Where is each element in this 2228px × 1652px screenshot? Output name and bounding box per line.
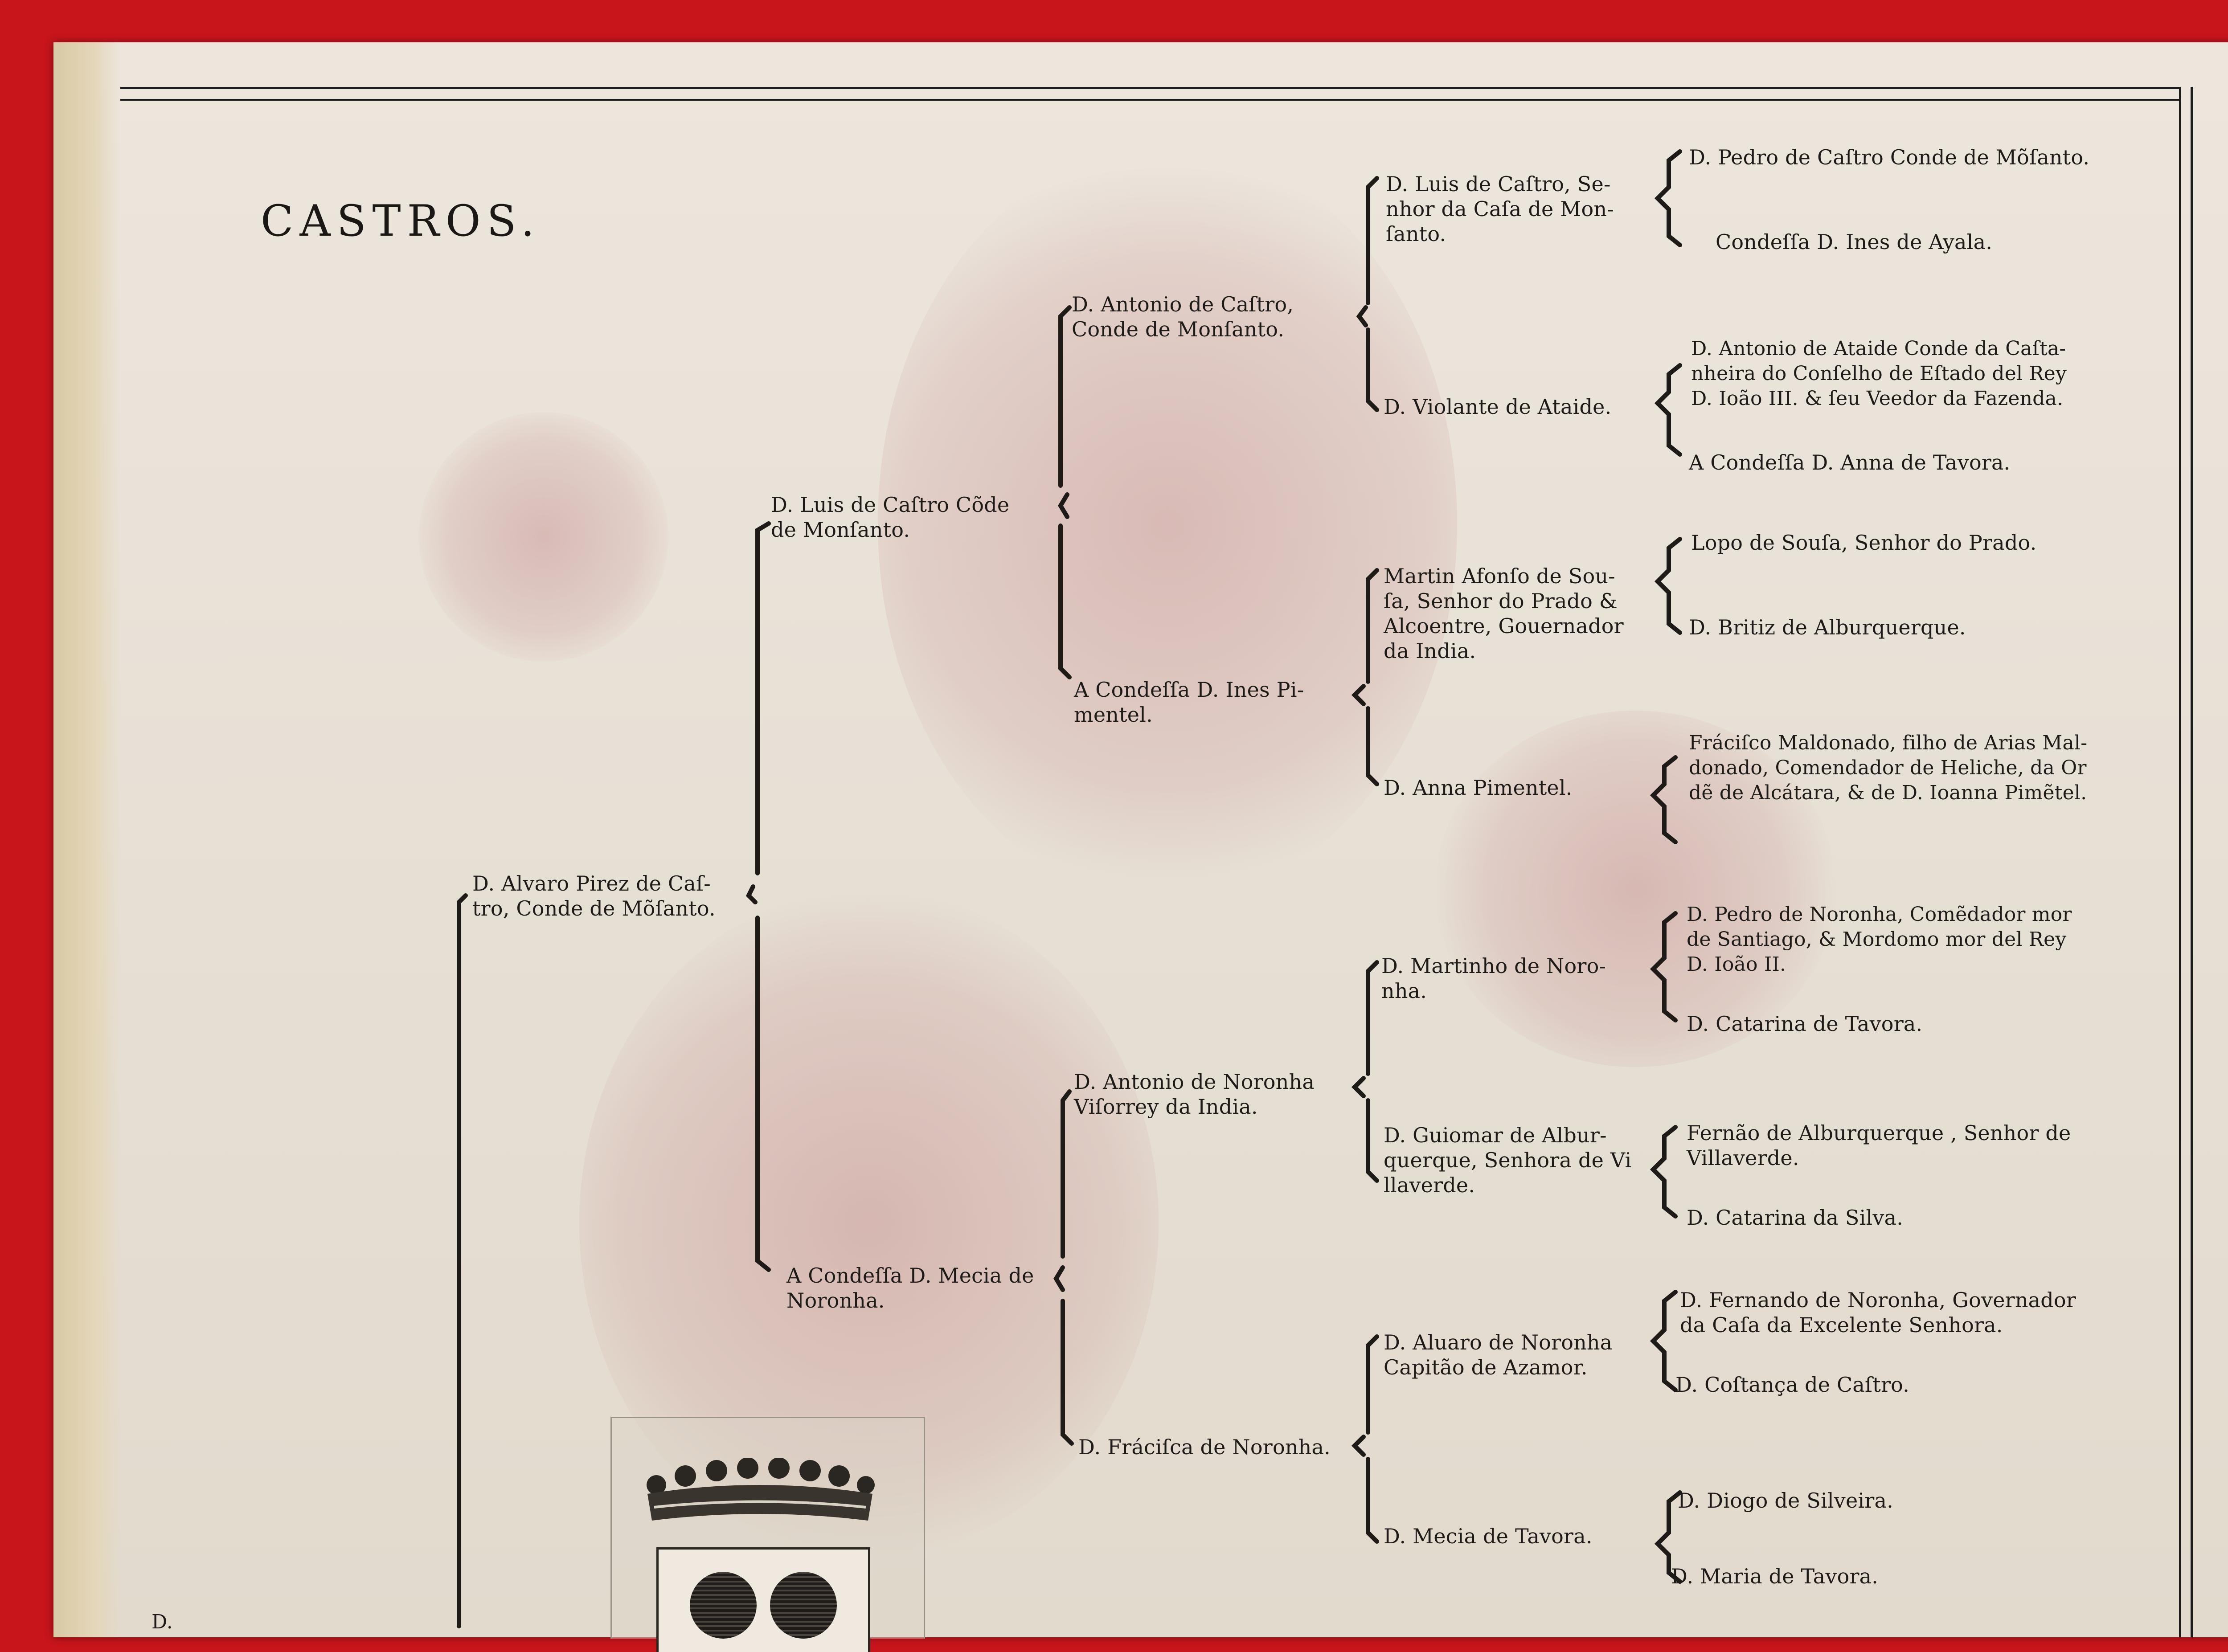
person-pedro-noronha: D. Pedro de Noronha, Comẽdador mor de Sa… bbox=[1687, 903, 2072, 976]
person-antonio-noronha: D. Antonio de Noronha Viſorrey da India. bbox=[1074, 1070, 1315, 1119]
person-costanca: D. Coſtança de Caſtro. bbox=[1675, 1373, 1910, 1397]
person-anna-pimentel: D. Anna Pimentel. bbox=[1384, 776, 1573, 800]
person-pedro-castro: D. Pedro de Caſtro Conde de Mõſanto. bbox=[1689, 145, 2090, 169]
bracket-gen5-6 bbox=[1650, 1125, 1678, 1219]
person-anna-tavora: A Condeſſa D. Anna de Tavora. bbox=[1689, 450, 2011, 474]
bracket-gen3-noronha bbox=[1351, 1076, 1366, 1098]
person-catarina-silva: D. Catarina da Silva. bbox=[1687, 1206, 1904, 1230]
person-diogo: D. Diogo de Silveira. bbox=[1678, 1488, 1893, 1513]
coronet-icon bbox=[647, 1458, 875, 1521]
bracket-gen5-2 bbox=[1654, 363, 1682, 457]
roundel-icon bbox=[690, 1572, 757, 1639]
bracket-gen5-4 bbox=[1650, 755, 1678, 844]
bracket-gen4-b bbox=[1366, 568, 1379, 786]
frame-right-rule bbox=[2179, 87, 2193, 1637]
person-luis-conde: D. Luis de Caſtro Cõde de Monſanto. bbox=[771, 493, 1010, 542]
person-maria: D. Maria de Tavora. bbox=[1671, 1564, 1879, 1588]
person-britiz: D. Britiz de Alburquerque. bbox=[1689, 615, 1966, 639]
frame-top-rule bbox=[120, 87, 2179, 101]
bracket-gen2 bbox=[755, 521, 771, 1272]
bracket-root-tick bbox=[745, 884, 758, 904]
person-ines-pimentel: A Condeſſa D. Ines Pi- mentel. bbox=[1074, 678, 1304, 727]
bracket-gen3-a bbox=[1058, 305, 1072, 679]
bracket-gen4-d bbox=[1366, 1334, 1379, 1544]
stain bbox=[1435, 711, 1836, 1067]
page-title: CASTROS. bbox=[261, 196, 541, 246]
bracket-root bbox=[457, 893, 468, 1628]
stain bbox=[878, 145, 1457, 902]
bracket-gen3-francisca bbox=[1351, 1435, 1366, 1457]
aged-paper-edge bbox=[53, 42, 120, 1637]
bracket-gen5-8 bbox=[1654, 1490, 1682, 1584]
stray-letter: D. bbox=[152, 1611, 173, 1633]
person-antonio-ataide: D. Antonio de Ataide Conde da Caſta- nhe… bbox=[1691, 337, 2067, 410]
person-martinho: D. Martinho de Noro- nha. bbox=[1381, 954, 1606, 1003]
person-mecia: A Condeſſa D. Mecia de Noronha. bbox=[786, 1264, 1034, 1313]
person-antonio-castro: D. Antonio de Caſtro, Conde de Monſanto. bbox=[1072, 292, 1294, 341]
shield-icon bbox=[656, 1547, 870, 1652]
person-root: D. Alvaro Pirez de Caſ- tro, Conde de Mõ… bbox=[472, 871, 716, 920]
bracket-gen5-7 bbox=[1650, 1290, 1678, 1392]
person-martin: Martin Afonſo de Sou- ſa, Senhor do Prad… bbox=[1384, 564, 1624, 663]
bracket-gen5-5 bbox=[1650, 911, 1678, 1022]
bracket-gen3-ines bbox=[1351, 684, 1366, 706]
person-aluaro: D. Aluaro de Noronha Capitão de Azamor. bbox=[1384, 1330, 1613, 1379]
coat-of-arms-icon bbox=[610, 1417, 925, 1652]
bracket-gen2-mecia bbox=[1053, 1265, 1065, 1292]
person-luis-senhor: D. Luis de Caſtro, Se- nhor da Caſa de M… bbox=[1386, 172, 1614, 246]
person-catarina-tavora: D. Catarina de Tavora. bbox=[1687, 1012, 1923, 1036]
person-francisca: D. Fráciſca de Noronha. bbox=[1078, 1435, 1331, 1459]
bracket-gen4-a bbox=[1366, 176, 1379, 412]
person-lopo: Lopo de Souſa, Senhor do Prado. bbox=[1691, 531, 2037, 555]
bracket-gen5-1 bbox=[1654, 149, 1682, 247]
bracket-gen3-antonio bbox=[1356, 305, 1368, 327]
bracket-gen4-c bbox=[1366, 960, 1379, 1183]
stain bbox=[419, 412, 668, 662]
bracket-gen3-b bbox=[1061, 1089, 1074, 1446]
person-fernao: Fernão de Alburquerque , Senhor de Villa… bbox=[1687, 1121, 2071, 1170]
person-fernando: D. Fernando de Noronha, Governador da Ca… bbox=[1680, 1288, 2076, 1337]
bracket-gen5-3 bbox=[1654, 537, 1682, 635]
person-francisco: Fráciſco Maldonado, filho de Arias Mal- … bbox=[1689, 732, 2088, 804]
person-guiomar: D. Guiomar de Albur- querque, Senhora de… bbox=[1384, 1123, 1632, 1197]
person-violante: D. Violante de Ataide. bbox=[1384, 395, 1612, 419]
roundel-icon bbox=[770, 1572, 837, 1639]
bracket-gen2-luis bbox=[1058, 492, 1069, 519]
person-mecia-tavora: D. Mecia de Tavora. bbox=[1384, 1524, 1593, 1548]
person-ines-ayala: Condeſſa D. Ines de Ayala. bbox=[1716, 230, 1993, 254]
